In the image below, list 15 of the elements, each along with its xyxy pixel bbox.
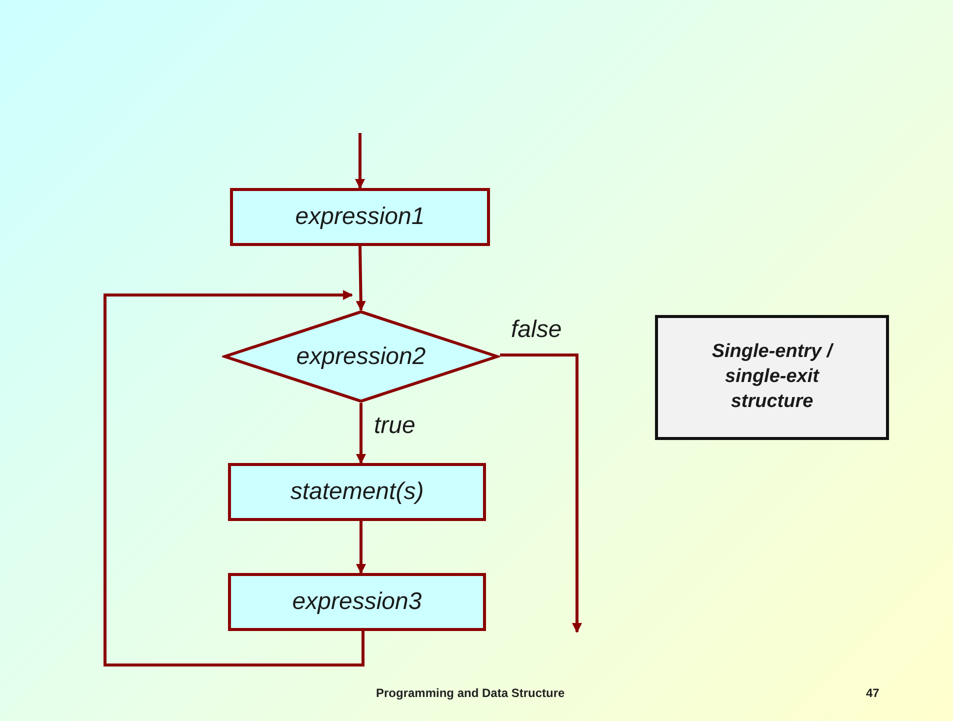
arrow [355, 133, 365, 189]
page-number: 47 [866, 686, 880, 700]
footer-text: Programming and Data Structure [376, 686, 565, 700]
arrow [104, 290, 364, 666]
note-box: Single-entry / single-exit structure [655, 315, 889, 440]
arrow [356, 521, 366, 574]
arrow [356, 246, 366, 311]
decision-diamond: expression2 [222, 310, 500, 403]
process-box: statement(s) [228, 463, 486, 521]
process-box: expression1 [230, 188, 490, 246]
edge-label: true [374, 412, 416, 440]
arrow [500, 354, 582, 633]
process-box: expression3 [228, 573, 486, 631]
edge-label: false [511, 316, 562, 344]
arrow [356, 403, 366, 464]
